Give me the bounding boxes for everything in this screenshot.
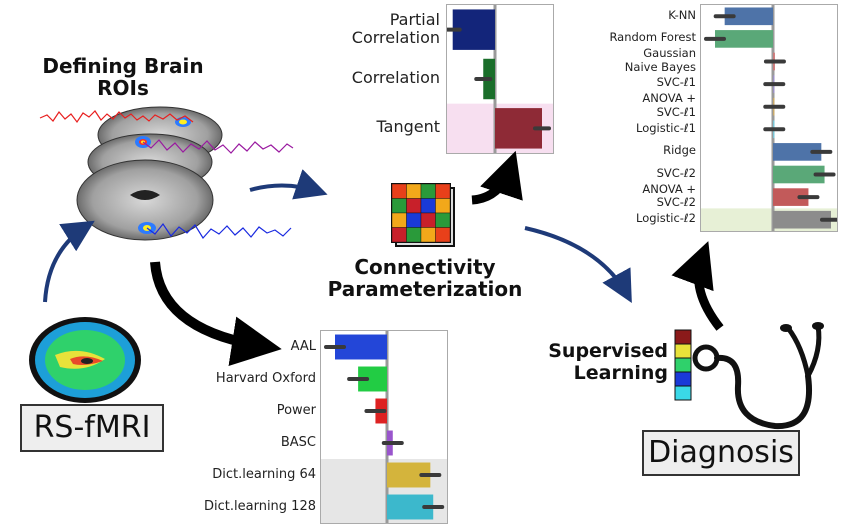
defining-rois-title: Defining Brain ROIs: [28, 55, 218, 99]
tick-label-5: Dict.learning 128: [204, 498, 316, 514]
timeseries-red: [39, 110, 194, 124]
tick-label-4: Dict.learning 64: [212, 466, 316, 482]
connectivity-title-line2: Parameterization: [327, 277, 523, 301]
brain-slices-illustration: [39, 106, 294, 241]
rsfmri-box: RS-fMRI: [20, 404, 164, 452]
tick-label-6: Ridge: [663, 143, 696, 158]
arrow-rois-to-connectivity: [249, 169, 328, 200]
arrow-matrix-to-connectivity-chart: [471, 150, 523, 205]
bar-9: [773, 210, 831, 229]
tick-label-5: Logistic-ℓ1: [636, 120, 696, 135]
arrow-rois-to-roi-chart: [150, 261, 282, 367]
stethoscope-icon: [692, 322, 824, 430]
connectivity-title-line1: Connectivity: [354, 255, 496, 279]
defining-rois-title-line1: Defining Brain: [42, 54, 204, 78]
diagnosis-box: Diagnosis: [642, 430, 800, 476]
defining-rois-title-line2: ROIs: [97, 76, 149, 100]
roi-chart-svg: [321, 331, 447, 523]
tick-label-3: BASC: [280, 434, 316, 450]
arrow-rsfmri-to-rois: [43, 220, 95, 303]
diagnosis-label: Diagnosis: [648, 435, 794, 470]
connectivity-title: Connectivity Parameterization: [300, 256, 550, 300]
rsfmri-brain-map: [29, 317, 141, 403]
arrow-connectivity-to-learning: [524, 226, 632, 304]
classifier-chart-svg: [701, 5, 842, 231]
timeseries-blue: [146, 222, 292, 240]
tick-label-4: ANOVA +SVC-ℓ1: [642, 91, 696, 119]
rsfmri-label: RS-fMRI: [33, 410, 151, 445]
connectivity-matrix: [391, 183, 451, 243]
tick-label-0: AAL: [290, 338, 316, 354]
ventricle-shape: [130, 190, 160, 200]
bar-0: [724, 7, 773, 26]
tick-label-1: Harvard Oxford: [215, 370, 316, 386]
matrix-cell: [435, 227, 451, 243]
connectivity-matrix-stack: [391, 183, 455, 247]
supervised-title: Supervised Learning: [518, 340, 668, 384]
arrow-diagnosis-to-classifier-chart: [671, 241, 724, 331]
supervised-title-line1: Supervised: [548, 340, 668, 362]
supervised-title-line2: Learning: [573, 362, 668, 384]
classifier-chart-panel: [700, 4, 842, 232]
bar-8: [773, 188, 809, 206]
tick-label-7: SVC-ℓ2: [656, 165, 696, 180]
bar-1: [715, 30, 773, 48]
tick-label-2: Power: [276, 402, 316, 418]
bar-6: [773, 143, 822, 161]
tick-label-8: ANOVA +SVC-ℓ2: [642, 181, 696, 210]
tick-label-2: Tangent: [376, 117, 440, 137]
tick-label-3: SVC-ℓ1: [656, 75, 696, 90]
tick-label-1: Correlation: [351, 68, 440, 87]
timeseries-purple: [142, 139, 294, 154]
tick-label-1: Random Forest: [609, 30, 696, 45]
tick-label-0: K-NN: [668, 7, 696, 22]
connectivity-chart-svg: [443, 5, 553, 153]
tick-label-9: Logistic-ℓ2: [636, 210, 696, 225]
prediction-colorbar: [674, 329, 692, 401]
bar-7: [773, 165, 825, 184]
roi-chart-panel: [320, 330, 448, 524]
connectivity-chart-panel: [443, 4, 554, 154]
